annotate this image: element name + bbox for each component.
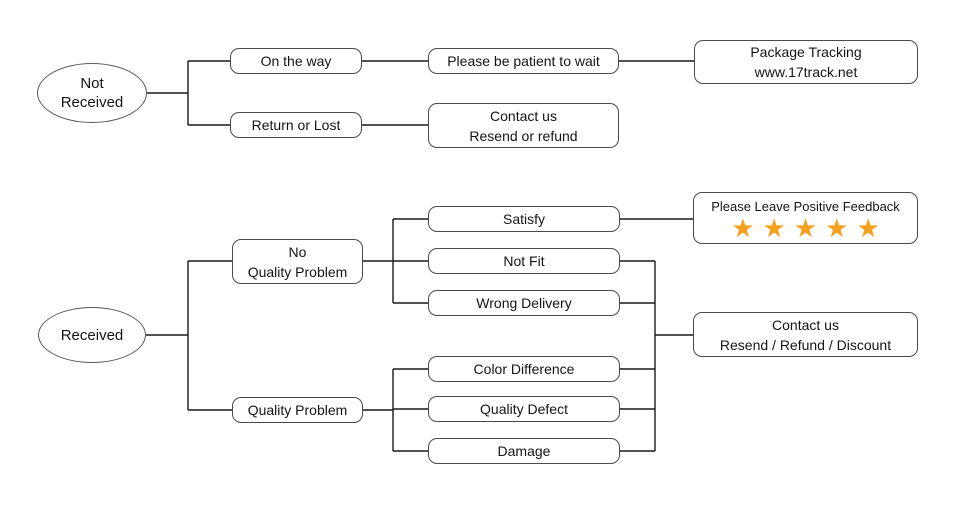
node-label: Resend or refund [469, 127, 578, 144]
node-label: Return or Lost [251, 117, 341, 133]
node-label: Received [60, 94, 124, 111]
node-label: Wrong Delivery [476, 295, 572, 311]
node-not-received: Not Received [37, 63, 147, 123]
node-label: Please be patient to wait [447, 53, 600, 69]
node-label: Satisfy [502, 211, 545, 227]
node-label: Contact us [490, 107, 557, 124]
node-positive-feedback: Please Leave Positive Feedback ★★★★★ [693, 192, 918, 244]
node-wrong-delivery: Wrong Delivery [428, 290, 620, 316]
node-please-be-patient: Please be patient to wait [428, 48, 619, 74]
node-label: No [288, 243, 307, 260]
node-color-difference: Color Difference [428, 356, 620, 382]
node-contact-us-resend-refund-discount: Contact us Resend / Refund / Discount [693, 312, 918, 357]
node-no-quality-problem: No Quality Problem [232, 239, 363, 284]
tracking-url: www.17track.net [754, 64, 858, 80]
node-return-or-lost: Return or Lost [230, 112, 362, 138]
node-damage: Damage [428, 438, 620, 464]
node-label: Not Fit [503, 253, 545, 269]
node-label: On the way [260, 53, 332, 69]
node-label: Quality Defect [480, 401, 568, 417]
node-contact-us-resend-refund: Contact us Resend or refund [428, 103, 619, 148]
node-label: Quality Problem [247, 263, 348, 280]
node-on-the-way: On the way [230, 48, 362, 74]
node-label: Please Leave Positive Feedback [711, 198, 900, 214]
node-not-fit: Not Fit [428, 248, 620, 274]
node-quality-defect: Quality Defect [428, 396, 620, 422]
five-star-rating-icon: ★★★★★ [731, 212, 888, 243]
node-label: Contact us [772, 316, 839, 333]
node-package-tracking: Package Tracking www.17track.net [694, 40, 918, 84]
node-label: Damage [497, 443, 551, 459]
node-label: Received [60, 326, 124, 344]
node-label: Package Tracking [750, 44, 862, 60]
node-label: Not [80, 75, 104, 92]
node-satisfy: Satisfy [428, 206, 620, 232]
node-label: Resend / Refund / Discount [719, 336, 892, 353]
node-label: Color Difference [473, 361, 575, 377]
node-label: Quality Problem [247, 402, 348, 418]
node-received: Received [38, 307, 146, 363]
node-quality-problem: Quality Problem [232, 397, 363, 423]
